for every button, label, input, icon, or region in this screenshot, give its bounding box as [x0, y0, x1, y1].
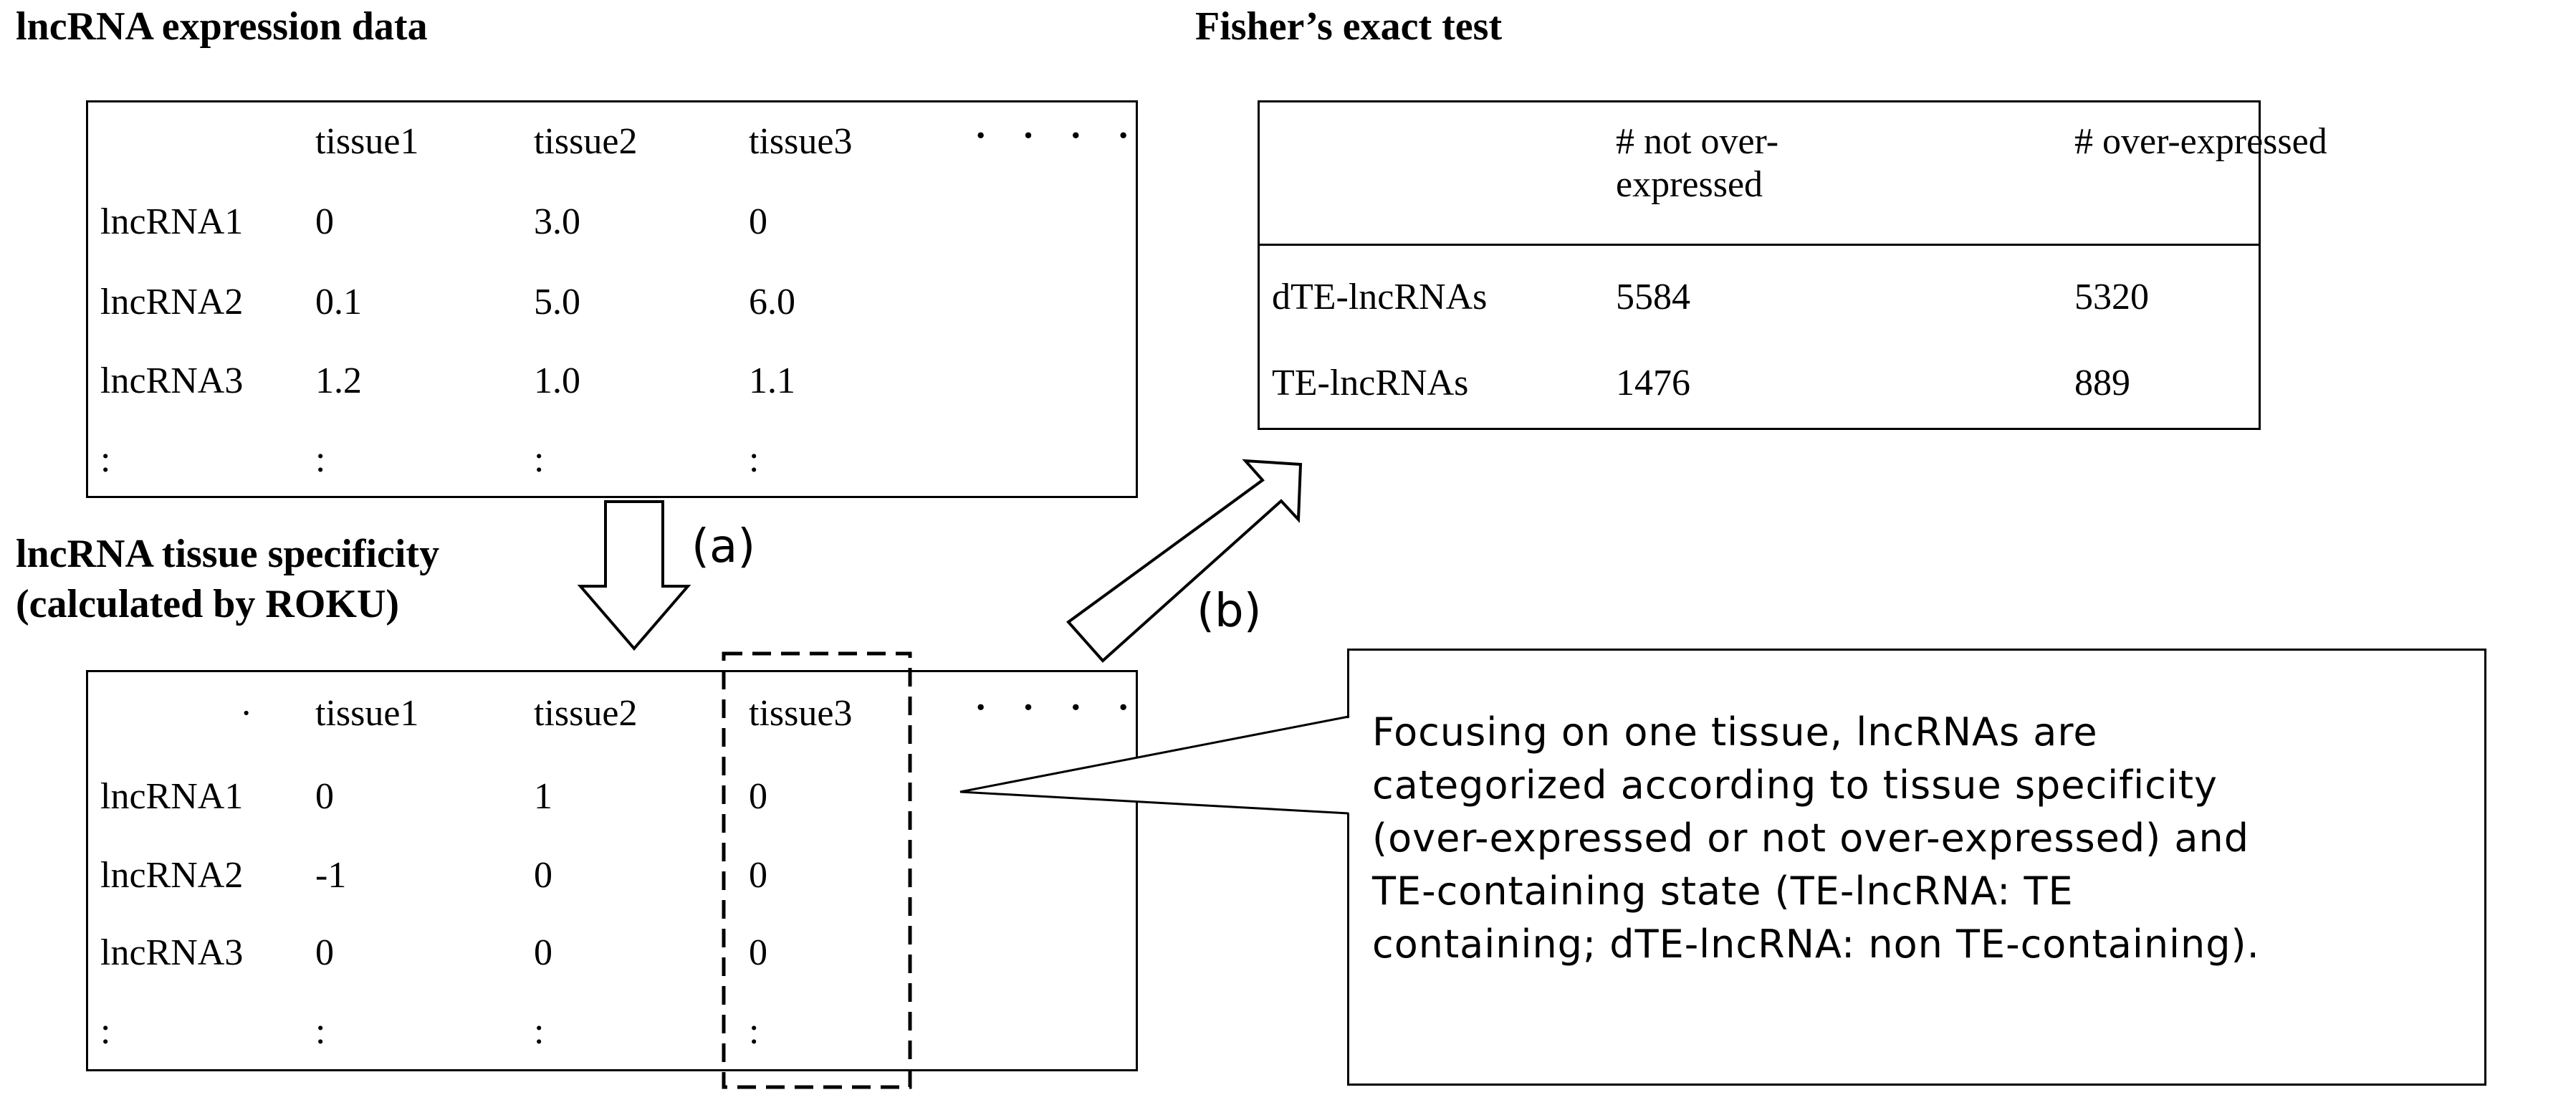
- fisher-header-not-over-expressed-line2: expressed: [1616, 164, 1763, 205]
- specificity-header-tissue1: tissue1: [315, 693, 419, 734]
- specificity-cell: 0: [534, 855, 552, 896]
- expression-row-name: lncRNA2: [100, 282, 244, 322]
- callout-line: (over-expressed or not over-expressed) a…: [1372, 816, 2249, 861]
- fisher-header-not-over-expressed: # not over- expressed: [1616, 120, 1778, 206]
- callout-box: [1347, 649, 2486, 1086]
- expression-cell: :: [315, 439, 326, 480]
- expression-data-title: lncRNA expression data: [16, 4, 428, 49]
- specificity-cell: 1: [534, 776, 552, 817]
- fisher-row-name: dTE-lncRNAs: [1272, 277, 1488, 317]
- arrow-a-label: (a): [691, 520, 756, 573]
- specificity-cell: :: [749, 1011, 760, 1052]
- expression-header-tissue1: tissue1: [315, 121, 419, 162]
- expression-cell: 6.0: [749, 282, 795, 322]
- specificity-cell: 0: [315, 776, 334, 817]
- expression-header-tissue3: tissue3: [749, 121, 853, 162]
- specificity-header-tissue3: tissue3: [749, 693, 853, 734]
- expression-cell: :: [749, 439, 760, 480]
- fisher-header-over-expressed: # over-expressed: [2074, 121, 2327, 162]
- expression-cell: 0: [749, 201, 767, 242]
- specificity-corner-mark: ·: [240, 693, 253, 734]
- expression-row-name: lncRNA1: [100, 201, 244, 242]
- specificity-cell: 0: [315, 932, 334, 973]
- specificity-cell: 0: [534, 932, 552, 973]
- specificity-more-columns: · · · ·: [975, 687, 1143, 728]
- fisher-cell: 889: [2074, 363, 2130, 403]
- expression-table: [86, 100, 1138, 498]
- specificity-cell: 0: [749, 776, 767, 817]
- specificity-cell: :: [534, 1011, 545, 1052]
- expression-cell: 5.0: [534, 282, 580, 322]
- tissue-specificity-title: lncRNA tissue specificity (calculated by…: [16, 529, 439, 629]
- callout-line: Focusing on one tissue, lncRNAs are: [1372, 709, 2098, 755]
- expression-more-columns: · · · ·: [975, 115, 1143, 156]
- callout-line: TE-containing state (TE-lncRNA: TE: [1372, 869, 2074, 914]
- expression-cell: 0: [315, 201, 334, 242]
- expression-cell: 3.0: [534, 201, 580, 242]
- fisher-cell: 5320: [2074, 277, 2149, 317]
- fisher-cell: 1476: [1616, 363, 1690, 403]
- expression-header-tissue2: tissue2: [534, 121, 638, 162]
- specificity-row-name: lncRNA1: [100, 776, 244, 817]
- specificity-cell: -1: [315, 855, 347, 896]
- specificity-header-tissue2: tissue2: [534, 693, 638, 734]
- arrow-b-label: (b): [1197, 585, 1262, 638]
- specificity-cell: 0: [749, 855, 767, 896]
- expression-cell: 0.1: [315, 282, 362, 322]
- fisher-table: [1258, 100, 2261, 430]
- specificity-row-name: lncRNA3: [100, 932, 244, 973]
- tissue-specificity-title-line1: lncRNA tissue specificity: [16, 532, 440, 576]
- specificity-row-name: :: [100, 1011, 111, 1052]
- arrow-a: [577, 500, 691, 651]
- specificity-cell: :: [315, 1011, 326, 1052]
- callout-line: categorized according to tissue specific…: [1372, 762, 2218, 808]
- tissue-specificity-title-line2: (calculated by ROKU): [16, 582, 400, 626]
- expression-cell: 1.0: [534, 360, 580, 401]
- specificity-row-name: lncRNA2: [100, 855, 244, 896]
- callout-line: containing; dTE-lncRNA: non TE-containin…: [1372, 922, 2260, 967]
- expression-cell: 1.1: [749, 360, 795, 401]
- fisher-test-title: Fisher’s exact test: [1195, 4, 1503, 49]
- fisher-header-not-over-expressed-line1: # not over-: [1616, 121, 1779, 162]
- callout-text: Focusing on one tissue, lncRNAs are cate…: [1372, 706, 2260, 971]
- expression-row-name: :: [100, 439, 111, 480]
- expression-cell: 1.2: [315, 360, 362, 401]
- specificity-cell: 0: [749, 932, 767, 973]
- fisher-row-name: TE-lncRNAs: [1272, 363, 1469, 403]
- expression-row-name: lncRNA3: [100, 360, 244, 401]
- expression-cell: :: [534, 439, 545, 480]
- fisher-cell: 5584: [1616, 277, 1690, 317]
- fisher-header-divider: [1258, 244, 2261, 246]
